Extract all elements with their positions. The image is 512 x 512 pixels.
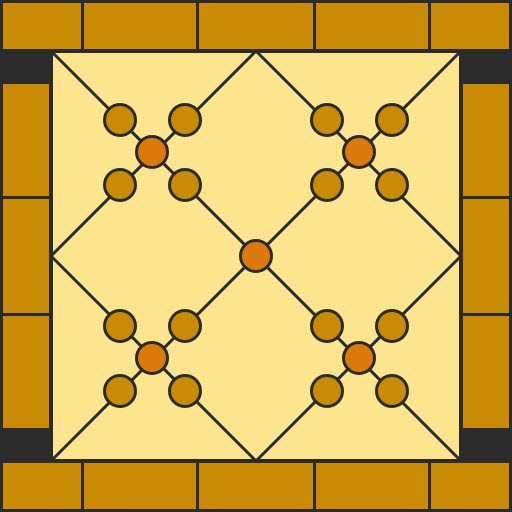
frame-brick — [463, 199, 509, 313]
frame-brick — [199, 3, 313, 49]
cluster-center-node[interactable] — [135, 341, 169, 375]
cluster-center-node[interactable] — [135, 135, 169, 169]
board-center-node[interactable] — [239, 239, 273, 273]
board-node[interactable] — [310, 374, 344, 408]
board-node[interactable] — [103, 374, 137, 408]
frame-brick — [3, 3, 81, 49]
wooden-frame — [3, 3, 509, 509]
board-node[interactable] — [168, 309, 202, 343]
board-node[interactable] — [103, 103, 137, 137]
frame-brick — [316, 463, 428, 509]
frame-brick — [199, 463, 313, 509]
board-node[interactable] — [103, 168, 137, 202]
cluster-center-node[interactable] — [342, 341, 376, 375]
board-node[interactable] — [310, 309, 344, 343]
frame-brick — [463, 84, 509, 196]
cluster-center-node[interactable] — [342, 135, 376, 169]
frame-brick — [84, 463, 196, 509]
board-node[interactable] — [375, 168, 409, 202]
board-node[interactable] — [103, 309, 137, 343]
frame-brick — [3, 84, 49, 196]
board-node[interactable] — [375, 309, 409, 343]
board-nodes — [103, 103, 409, 408]
board-node[interactable] — [375, 103, 409, 137]
board-node[interactable] — [375, 374, 409, 408]
board-node[interactable] — [310, 168, 344, 202]
frame-brick — [431, 463, 509, 509]
frame-brick — [316, 3, 428, 49]
frame-brick — [463, 316, 509, 428]
frame-brick — [3, 199, 49, 313]
frame-brick — [3, 316, 49, 428]
frame-brick — [431, 3, 509, 49]
board-node[interactable] — [310, 103, 344, 137]
board-node[interactable] — [168, 103, 202, 137]
board-node[interactable] — [168, 374, 202, 408]
board-node[interactable] — [168, 168, 202, 202]
frame-brick — [3, 463, 81, 509]
frame-brick — [84, 3, 196, 49]
